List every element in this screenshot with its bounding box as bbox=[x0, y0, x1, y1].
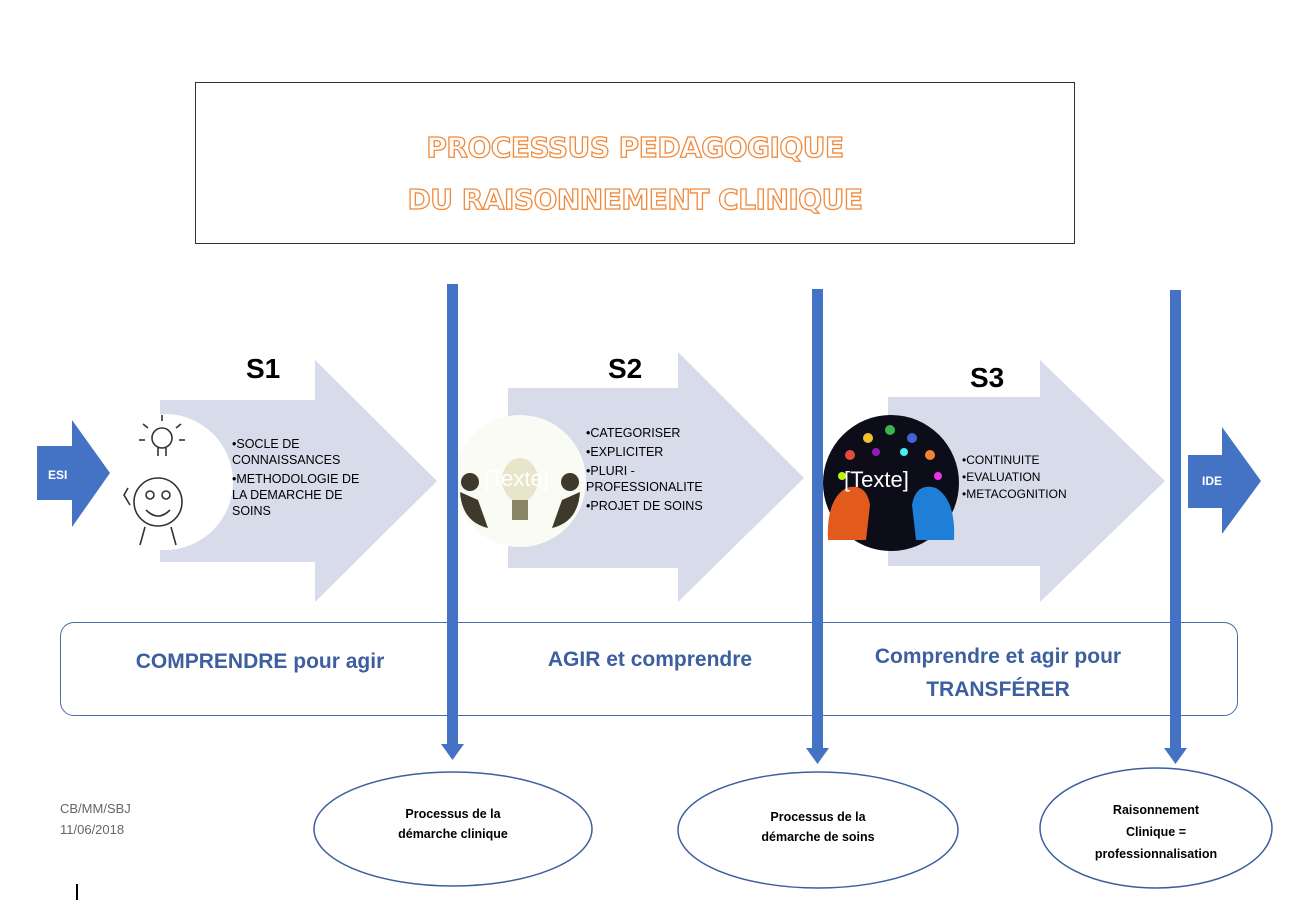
bullet-item: •EXPLICITER bbox=[586, 445, 664, 459]
stages-box bbox=[60, 622, 1238, 716]
step-1-arrow bbox=[160, 360, 437, 602]
stage-2-text: AGIR et comprendre bbox=[547, 648, 753, 671]
bullet-item: •PLURI - PROFESSIONALITE bbox=[586, 464, 703, 494]
bullet-item: •CATEGORISER bbox=[586, 426, 681, 440]
outcome-2-text: Processus de la démarche de soins bbox=[718, 807, 918, 847]
outcome-3-ellipse bbox=[1039, 767, 1273, 889]
stage-1-text: COMPRENDRE pour agir bbox=[135, 650, 385, 673]
step-3-image-placeholder: [Texte] bbox=[844, 467, 909, 492]
outcome-1-line-2: démarche clinique bbox=[398, 827, 508, 841]
brain-network-icon bbox=[827, 425, 955, 540]
outcome-2-line-1: Processus de la bbox=[770, 810, 866, 824]
outcome-3-line-3: professionnalisation bbox=[1094, 847, 1218, 861]
outcome-2-ellipse bbox=[677, 771, 959, 889]
stage-3-line-1: Comprendre et agir pour bbox=[874, 645, 1122, 668]
step-3-label: S3 bbox=[970, 362, 1005, 393]
step-2-bullets: •CATEGORISER •EXPLICITER •PLURI - PROFES… bbox=[586, 425, 736, 517]
milestone-3-line bbox=[1170, 290, 1181, 750]
outcome-3-line-2: Clinique = bbox=[1125, 825, 1187, 839]
start-arrow bbox=[37, 420, 110, 527]
footer-authors: CB/MM/SBJ bbox=[60, 801, 131, 816]
step-2-image-placeholder: [Texte] bbox=[484, 466, 549, 491]
end-arrow bbox=[1188, 427, 1261, 534]
outcome-1-line-1: Processus de la bbox=[405, 807, 501, 821]
start-label: ESI bbox=[48, 468, 68, 482]
outcome-1-text: Processus de la démarche clinique bbox=[353, 804, 553, 844]
milestone-1-arrowhead bbox=[441, 744, 464, 760]
milestone-1-line bbox=[447, 284, 458, 746]
diagram-title: PROCESSUS PEDAGOGIQUE DU RAISONNEMENT CL… bbox=[195, 122, 1075, 226]
title-line-2: DU RAISONNEMENT CLINIQUE bbox=[407, 182, 864, 216]
bullet-item: •SOCLE DE CONNAISSANCES bbox=[232, 437, 341, 467]
stage-3-line-2: TRANSFÉRER bbox=[926, 678, 1070, 701]
step-1-image-circle bbox=[97, 414, 233, 550]
text-cursor bbox=[76, 884, 78, 900]
step-2-arrow bbox=[508, 352, 804, 602]
footer-date: 11/06/2018 bbox=[60, 822, 125, 837]
bullet-item: •PROJET DE SOINS bbox=[586, 499, 703, 513]
end-label: IDE bbox=[1202, 474, 1223, 488]
outcome-3-line-1: Raisonnement bbox=[1112, 803, 1200, 817]
bullet-item: •EVALUATION bbox=[962, 470, 1041, 484]
bullet-item: •CONTINUITE bbox=[962, 453, 1040, 467]
bullet-item: •METHODOLOGIE DE LA DEMARCHE DE SOINS bbox=[232, 472, 360, 518]
step-3-arrow bbox=[888, 360, 1165, 602]
title-box bbox=[195, 82, 1075, 244]
outcome-3-text: Raisonnement Clinique = professionnalisa… bbox=[1056, 799, 1256, 865]
step-2-label: S2 bbox=[608, 353, 643, 384]
bullet-item: •METACOGNITION bbox=[962, 487, 1067, 501]
outcome-1-ellipse bbox=[313, 771, 593, 887]
teamwork-bulb-icon bbox=[460, 458, 580, 528]
stage-3-text: Comprendre et agir pour TRANSFÉRER bbox=[838, 640, 1158, 706]
lightbulb-face-icon bbox=[123, 415, 185, 546]
step-3-bullets: •CONTINUITE •EVALUATION •METACOGNITION bbox=[962, 453, 1102, 504]
step-1-bullets: •SOCLE DE CONNAISSANCES •METHODOLOGIE DE… bbox=[232, 436, 372, 522]
outcome-2-line-2: démarche de soins bbox=[761, 830, 875, 844]
footer-credits: CB/MM/SBJ 11/06/2018 bbox=[60, 798, 131, 840]
milestone-2-arrowhead bbox=[806, 748, 829, 764]
milestone-2-line bbox=[812, 289, 823, 750]
milestone-3-arrowhead bbox=[1164, 748, 1187, 764]
title-line-1: PROCESSUS PEDAGOGIQUE bbox=[426, 130, 845, 164]
step-1-label: S1 bbox=[246, 353, 281, 384]
